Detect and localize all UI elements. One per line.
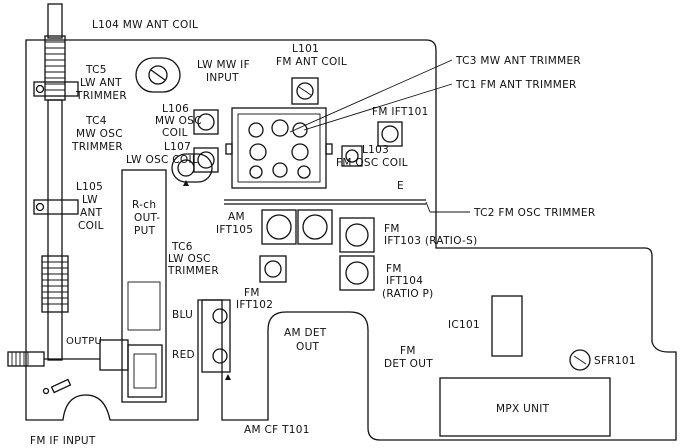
label-l106-3: COIL	[162, 127, 188, 139]
label-l107-1: L107	[164, 141, 191, 153]
label-tc2: TC2 FM OSC TRIMMER	[473, 207, 595, 219]
label-lw-mw-if-2: INPUT	[206, 72, 239, 84]
tc5-trimmer	[135, 57, 181, 93]
l101-coil	[291, 77, 319, 105]
label-tc1: TC1 FM ANT TRIMMER	[455, 79, 577, 91]
label-tc5-3: TRIMMER	[75, 90, 127, 102]
label-outpu: OUTPU	[66, 336, 102, 347]
label-blu: BLU	[172, 309, 193, 321]
label-tc3: TC3 MW ANT TRIMMER	[455, 55, 581, 67]
l104-ferrite-rod	[33, 3, 79, 361]
label-l104: L104 MW ANT COIL	[92, 19, 198, 31]
leader-lines	[289, 59, 470, 213]
fm-ift104	[339, 255, 375, 291]
mpx-unit-box	[439, 377, 611, 437]
label-rch-1: R-ch	[132, 199, 156, 211]
label-fm-ift104-2: IFT104	[386, 275, 423, 287]
label-l105-3: ANT	[80, 207, 103, 219]
fm-ift102	[259, 255, 287, 283]
label-red: RED	[172, 349, 195, 361]
label-fm-ift102-1: FM	[244, 287, 260, 299]
l103-coil	[341, 145, 363, 167]
label-fm-if-input: FM IF INPUT	[30, 435, 96, 447]
label-l107-2: LW OSC COIL	[126, 154, 198, 166]
l106-coil	[193, 109, 219, 135]
rch-output-box	[121, 169, 167, 403]
bottom-left-component	[42, 378, 72, 395]
label-rch-3: PUT	[134, 225, 156, 237]
board-outline	[25, 39, 677, 441]
label-tc4-1: TC4	[85, 115, 107, 127]
shaft-assembly	[7, 339, 163, 398]
l107-coil	[193, 147, 219, 173]
label-tc5-2: LW ANT	[80, 77, 122, 89]
label-tc4-3: TRIMMER	[71, 141, 123, 153]
fm-ift103	[339, 217, 375, 253]
label-l103-2: FM OSC COIL	[336, 157, 408, 169]
label-fm-det-1: FM	[400, 345, 416, 357]
label-fm-ift104-3: (RATIO P)	[382, 288, 434, 300]
label-tc6-2: LW OSC	[168, 253, 211, 265]
label-am-cf: AM CF T101	[244, 424, 310, 436]
label-fm-ift102-2: IFT102	[236, 299, 273, 311]
label-am-ift105-1: AM	[228, 211, 245, 223]
sfr101	[569, 349, 591, 371]
label-fm-ift101: FM IFT101	[372, 106, 429, 118]
label-fm-ift104-1: FM	[386, 263, 402, 275]
label-am-det-1: AM DET	[284, 327, 327, 339]
label-fm-det-2: DET OUT	[384, 358, 433, 370]
label-tc4-2: MW OSC	[76, 128, 123, 140]
label-fm-ift103-2: IFT103 (RATIO-S)	[384, 235, 478, 247]
label-rch-2: OUT-	[134, 212, 160, 224]
label-l101-1: L101	[292, 43, 319, 55]
label-fm-ift103-1: FM	[384, 223, 400, 235]
label-l101-2: FM ANT COIL	[276, 56, 347, 68]
fm-ift101	[377, 121, 403, 147]
label-l103-1: L103	[362, 144, 389, 156]
am-ift105	[261, 209, 333, 245]
label-l105-2: LW	[82, 194, 98, 206]
am-cf-t101	[201, 299, 231, 380]
label-l106-2: MW OSC	[155, 115, 202, 127]
label-e: E	[397, 180, 404, 192]
label-tc5-1: TC5	[85, 64, 107, 76]
label-ic101: IC101	[448, 319, 480, 331]
label-am-det-2: OUT	[296, 341, 320, 353]
ic101-chip	[491, 295, 523, 357]
label-tc6-1: TC6	[171, 241, 193, 253]
label-tc6-3: TRIMMER	[167, 265, 219, 277]
label-l106-1: L106	[162, 103, 189, 115]
tc4-trimmer	[171, 153, 213, 186]
label-mpx: MPX UNIT	[496, 403, 550, 415]
label-am-ift105-2: IFT105	[216, 224, 253, 236]
label-l105-1: L105	[76, 181, 103, 193]
label-l105-4: COIL	[78, 220, 104, 232]
tuning-capacitor-block	[225, 107, 333, 189]
label-sfr101: SFR101	[594, 355, 636, 367]
e-bus-bar	[224, 199, 426, 205]
label-lw-mw-if-1: LW MW IF	[197, 59, 250, 71]
